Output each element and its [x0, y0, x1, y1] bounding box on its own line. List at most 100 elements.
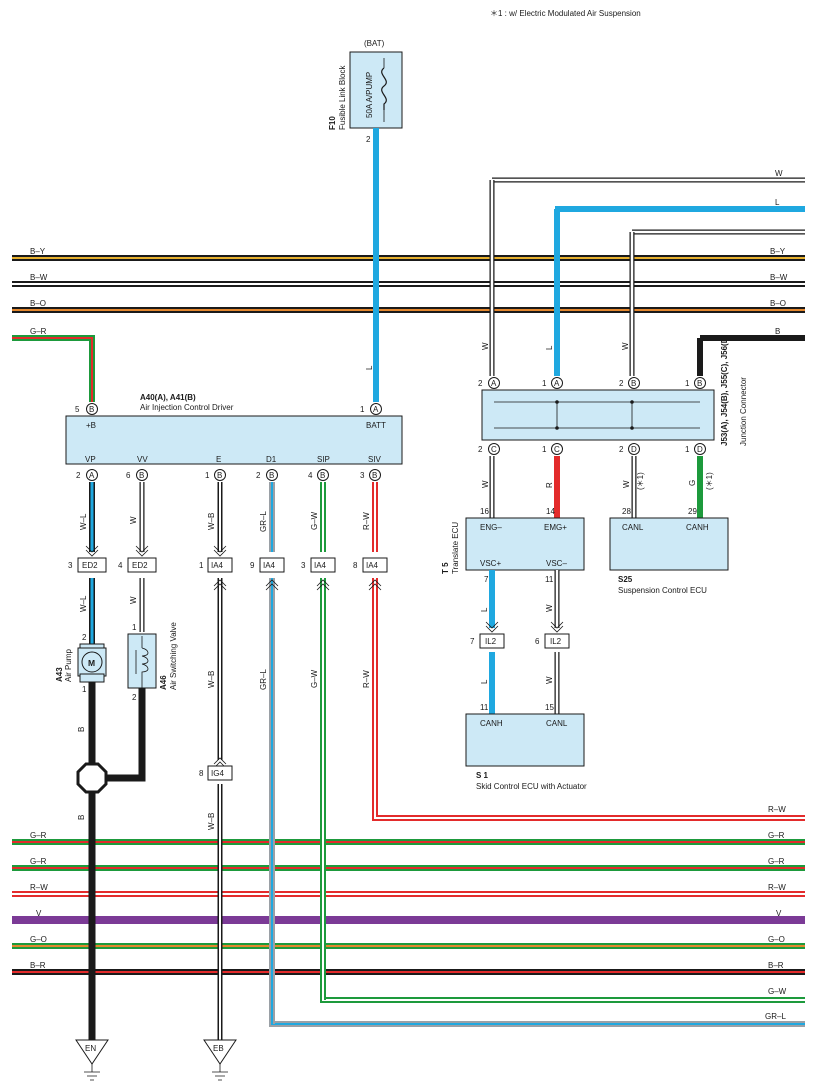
junction-pin-2c-conn: C	[491, 445, 497, 454]
air-pump-code: A43	[55, 667, 64, 682]
skid-ecu-code: S 1	[476, 771, 489, 780]
driver-pin-siv	[369, 469, 381, 481]
driver-pin-d1-num: 2	[256, 471, 261, 480]
driver-pin-plus-b	[86, 403, 98, 415]
connector-ia4-3-name: IA4	[314, 561, 327, 570]
fusible-pin: 2	[366, 135, 371, 144]
junction-pin-2c-num: 2	[478, 445, 483, 454]
air-pump-pin-in: 2	[82, 633, 87, 642]
driver-pin-e	[214, 469, 226, 481]
junction-dot	[555, 426, 559, 430]
driver-pin-sip-conn: B	[320, 471, 325, 480]
skid-pin-11-label: CANH	[480, 719, 503, 728]
junction-internal-links	[494, 401, 700, 429]
junction-pin-1a	[551, 377, 563, 389]
air-injection-control-driver	[65, 415, 403, 465]
skid-pin-15-num: 15	[545, 703, 554, 712]
fuse-icon	[381, 58, 387, 122]
translate-pin-7-label: VSC+	[480, 559, 501, 568]
wire-e-label-lower: W–B	[207, 671, 216, 688]
junction-dot	[630, 426, 634, 430]
connector-ia4-1	[207, 557, 233, 573]
junction-pin-2c	[488, 443, 500, 455]
label-g-o-right: G–O	[768, 935, 785, 944]
connector-ed2-4-name: ED2	[132, 561, 148, 570]
label-b-y-left: B–Y	[30, 247, 46, 256]
wire-d1-label-upper: GR–L	[259, 511, 268, 532]
driver-name: Air Injection Control Driver	[140, 403, 234, 412]
translate-ecu-name: Translate ECU	[451, 522, 460, 574]
driver-pin-vv	[136, 469, 148, 481]
connector-il2-6-name: IL2	[550, 637, 562, 646]
wire-sip-label-lower: G–W	[310, 669, 319, 688]
junction-pin-1a-conn: A	[554, 379, 560, 388]
driver-pin-plus-b-num: 5	[75, 405, 80, 414]
translate-pin-14-num: 14	[546, 507, 555, 516]
connector-ia4-8	[362, 557, 388, 573]
suspension-control-ecu	[609, 517, 729, 571]
wire-junction-1d-label: G	[688, 480, 697, 486]
label-r-w-right: R–W	[768, 883, 786, 892]
chevron-up-icon	[368, 579, 382, 591]
junction-pin-2a	[488, 377, 500, 389]
label-b-r-right: B–R	[768, 961, 784, 970]
label-b-o-right: B–O	[770, 299, 786, 308]
wire-vsc-plus-label-upper: L	[480, 607, 489, 612]
wire-junction-1a-label: L	[545, 345, 554, 350]
suspension-pin-29-num: 29	[688, 507, 697, 516]
junction-pin-2b-conn: B	[631, 379, 636, 388]
junction-connector	[481, 389, 715, 441]
label-gr-l-right: GR–L	[765, 1012, 786, 1021]
driver-pin-siv-conn: B	[372, 471, 377, 480]
footnote-text: ＊1 : w/ Electric Modulated Air Suspensio…	[490, 9, 641, 18]
junction-name: Junction Connector	[739, 377, 748, 446]
wire-sip-label-upper: G–W	[310, 511, 319, 530]
label-g-r-2-left: G–R	[30, 857, 47, 866]
wire-vv-label-upper: W	[129, 516, 138, 524]
valve-pin-out: 2	[132, 693, 137, 702]
chevron-down-icon	[135, 545, 149, 557]
suspension-pin-29-label: CANH	[686, 523, 709, 532]
junction-pin-1b-conn: B	[697, 379, 702, 388]
connector-ig4-8-pin: 8	[199, 769, 204, 778]
connector-ed2-4	[127, 557, 157, 573]
wire-junction-1c-label: R	[545, 482, 554, 488]
chevron-down-icon	[85, 545, 99, 557]
driver-pin-vv-conn: B	[139, 471, 144, 480]
fusible-rating: 50A A/PUMP	[365, 72, 374, 118]
driver-pin-sip	[317, 469, 329, 481]
wire-vv-label-lower: W	[129, 596, 138, 604]
junction-pin-2d-num: 2	[619, 445, 624, 454]
connector-il2-7-name: IL2	[485, 637, 497, 646]
translate-pin-16-label: ENG–	[480, 523, 502, 532]
driver-label-vv: VV	[137, 455, 148, 464]
junction-pin-1c-num: 1	[542, 445, 547, 454]
junction-dot	[630, 400, 634, 404]
valve-pin-in: 1	[132, 623, 137, 632]
wire-siv	[372, 482, 805, 821]
label-g-r-left: G–R	[30, 327, 47, 336]
label-g-o-left: G–O	[30, 935, 47, 944]
connector-ig4-8-name: IG4	[211, 769, 224, 778]
wire-e-ground-label: W–B	[207, 813, 216, 830]
driver-pin-vp-num: 2	[76, 471, 81, 480]
junction-pin-2d-conn: D	[631, 445, 637, 454]
wire-junction-2d-label: W	[622, 480, 631, 488]
driver-pin-batt-label: BATT	[366, 421, 386, 430]
translate-ecu	[465, 517, 585, 571]
connector-ia4-1-name: IA4	[211, 561, 224, 570]
wire-batt-label: L	[365, 365, 374, 370]
label-b-w-right: B–W	[770, 273, 788, 282]
junction-pin-1d-conn: D	[697, 445, 703, 454]
connector-ia4-9-pin: 9	[250, 561, 255, 570]
ground-eb-icon	[203, 1039, 237, 1081]
junction-pin-1d-num: 1	[685, 445, 690, 454]
label-g-r-1-left: G–R	[30, 831, 47, 840]
driver-label-siv: SIV	[368, 455, 382, 464]
fusible-name: Fusible Link Block	[338, 65, 347, 130]
connector-ed2-3-pin: 3	[68, 561, 73, 570]
label-b-o-left: B–O	[30, 299, 46, 308]
junction-pin-1d	[694, 443, 706, 455]
skid-pin-15-label: CANL	[546, 719, 568, 728]
